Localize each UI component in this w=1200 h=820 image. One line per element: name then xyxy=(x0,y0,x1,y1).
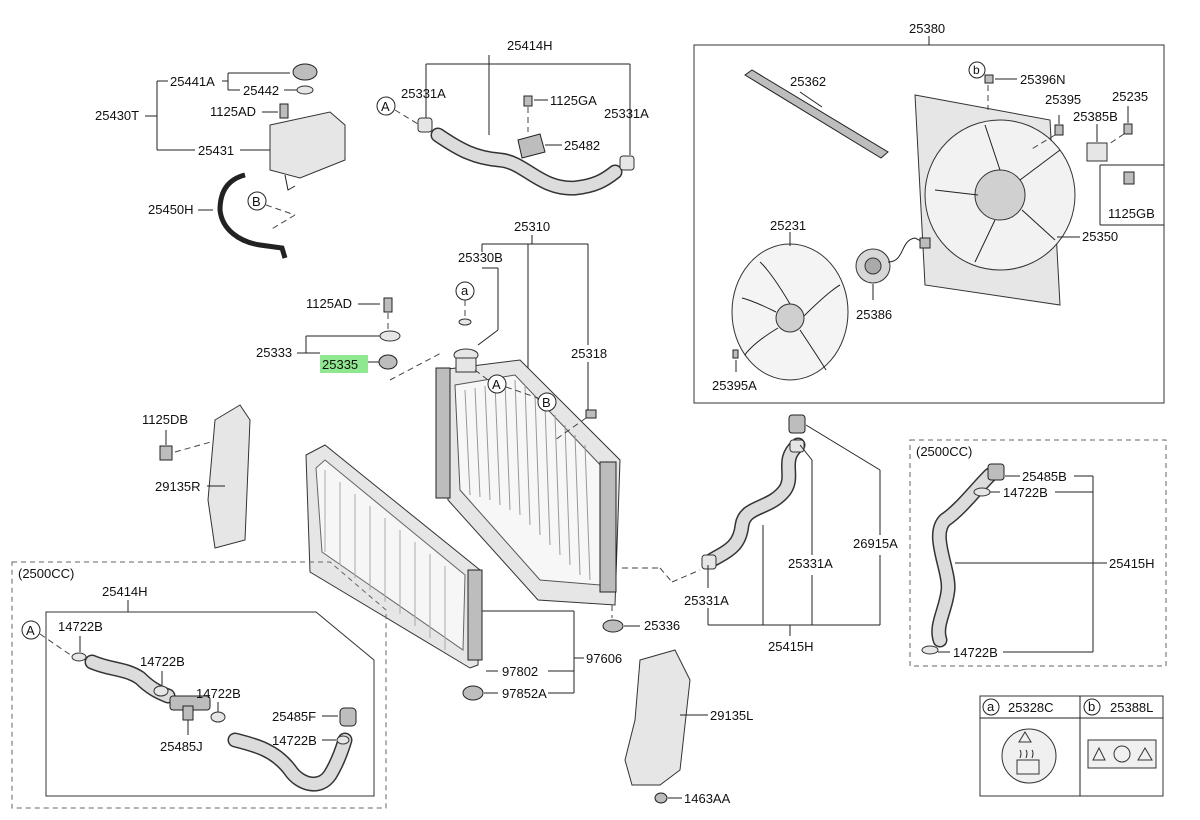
reservoir-tank-part xyxy=(269,111,346,179)
label-14722B-r2[interactable]: 14722B xyxy=(953,645,998,660)
label-25414H-top[interactable]: 25414H xyxy=(507,38,553,53)
label-25430T[interactable]: 25430T xyxy=(95,108,139,123)
fan-shroud-part xyxy=(914,94,1076,306)
label-29135L[interactable]: 29135L xyxy=(710,708,753,723)
marker-B-radiator: B xyxy=(542,395,551,410)
label-1125GB[interactable]: 1125GB xyxy=(1108,206,1155,221)
label-14722B-r1[interactable]: 14722B xyxy=(1003,485,1048,500)
label-25350[interactable]: 25350 xyxy=(1082,229,1118,244)
air-guard-left-part xyxy=(624,649,691,786)
legend-marker-a: a xyxy=(987,699,995,714)
label-1125GA[interactable]: 1125GA xyxy=(550,93,597,108)
label-25395A[interactable]: 25395A xyxy=(712,378,757,393)
upper-hose-group: 25414H 25331A 25331A A 1125GA 25482 xyxy=(376,38,649,196)
legend-25328C[interactable]: 25328C xyxy=(1008,700,1054,715)
label-25385B[interactable]: 25385B xyxy=(1073,109,1118,124)
radiator-group: 25310 25318 25330B a A B xyxy=(435,219,680,633)
label-14722B-l1[interactable]: 14722B xyxy=(58,619,103,634)
air-guard-right-part xyxy=(207,404,251,549)
label-14722B-l4[interactable]: 14722B xyxy=(272,733,317,748)
label-25485B[interactable]: 25485B xyxy=(1022,469,1067,484)
label-14722B-l2[interactable]: 14722B xyxy=(140,654,185,669)
fan-shroud-assembly: 25380 25362 25350 b 25396N 25395 25235 xyxy=(693,21,1165,404)
label-25415H-mid[interactable]: 25415H xyxy=(768,639,814,654)
label-1463AA[interactable]: 1463AA xyxy=(684,791,731,806)
label-25330B[interactable]: 25330B xyxy=(458,250,503,265)
label-25331A-lowA[interactable]: 25331A xyxy=(684,593,729,608)
label-25333[interactable]: 25333 xyxy=(256,345,292,360)
marker-a-radiator: a xyxy=(461,283,469,298)
label-25331A-lowB[interactable]: 25331A xyxy=(788,556,833,571)
label-25336[interactable]: 25336 xyxy=(644,618,680,633)
radiator-core-part xyxy=(435,359,621,606)
fan-motor-part xyxy=(855,237,931,284)
reservoir-group: 25441A 25442 1125AD 25430T 25431 25450H … xyxy=(95,63,346,259)
left-2500cc-group: (2500CC) 25414H A 14722B 14722B 25485J 1… xyxy=(11,561,387,809)
label-25485J[interactable]: 25485J xyxy=(160,739,203,754)
label-25482[interactable]: 25482 xyxy=(564,138,600,153)
label-25414H-left[interactable]: 25414H xyxy=(102,584,148,599)
label-25231[interactable]: 25231 xyxy=(770,218,806,233)
label-25362[interactable]: 25362 xyxy=(790,74,826,89)
marker-b: b xyxy=(973,63,980,77)
marker-A-radiator: A xyxy=(492,377,501,392)
label-25442[interactable]: 25442 xyxy=(243,83,279,98)
legend-25388L[interactable]: 25388L xyxy=(1110,700,1153,715)
legend-table: a 25328C b 25388L xyxy=(979,695,1164,797)
overflow-hose-part xyxy=(217,172,288,259)
label-25395-top[interactable]: 25395 xyxy=(1045,92,1081,107)
caution-label-icon xyxy=(1001,728,1057,784)
cap-part xyxy=(378,354,398,370)
left-2500cc-title[interactable]: (2500CC) xyxy=(18,566,74,581)
marker-B-top: B xyxy=(252,194,261,209)
radiator-cap-group: 1125AD 25333 25335 xyxy=(256,296,444,381)
label-25310[interactable]: 25310 xyxy=(514,219,550,234)
marker-A-top: A xyxy=(381,99,390,114)
label-1125AD-top[interactable]: 1125AD xyxy=(210,104,256,119)
air-guard-left-group: 29135L 1463AA xyxy=(624,649,753,806)
label-25450H[interactable]: 25450H xyxy=(148,202,194,217)
label-25386[interactable]: 25386 xyxy=(856,307,892,322)
right-2500cc-title[interactable]: (2500CC) xyxy=(916,444,972,459)
label-25441A[interactable]: 25441A xyxy=(170,74,215,89)
label-25318[interactable]: 25318 xyxy=(571,346,607,361)
seal-strip-part xyxy=(744,69,889,159)
warning-label-icon xyxy=(1087,739,1157,769)
label-25335[interactable]: 25335 xyxy=(322,357,358,372)
mount-bushing-part xyxy=(602,619,624,633)
highlight-25335 xyxy=(320,355,368,373)
label-97852A[interactable]: 97852A xyxy=(502,686,547,701)
label-29135R[interactable]: 29135R xyxy=(155,479,201,494)
label-26915A[interactable]: 26915A xyxy=(853,536,898,551)
label-25380[interactable]: 25380 xyxy=(909,21,945,36)
label-25485F[interactable]: 25485F xyxy=(272,709,316,724)
condenser-group: 97802 97606 97852A xyxy=(305,444,622,701)
marker-A-left: A xyxy=(26,623,35,638)
label-14722B-l3[interactable]: 14722B xyxy=(196,686,241,701)
label-1125DB[interactable]: 1125DB xyxy=(142,412,188,427)
label-25331A-right[interactable]: 25331A xyxy=(604,106,649,121)
right-2500cc-group: (2500CC) 25485B 14722B 25415H 14722B xyxy=(909,439,1167,667)
label-25235[interactable]: 25235 xyxy=(1112,89,1148,104)
label-25331A-left[interactable]: 25331A xyxy=(401,86,446,101)
label-25415H-right[interactable]: 25415H xyxy=(1109,556,1155,571)
label-97606[interactable]: 97606 xyxy=(586,651,622,666)
air-guard-right-group: 1125DB 29135R xyxy=(142,404,251,549)
label-25431[interactable]: 25431 xyxy=(198,143,234,158)
label-97802[interactable]: 97802 xyxy=(502,664,538,679)
fan-part xyxy=(731,243,849,381)
legend-marker-b: b xyxy=(1088,699,1095,714)
label-1125AD-mid[interactable]: 1125AD xyxy=(306,296,352,311)
lower-hose-group: 26915A 25331A 25331A 25415H xyxy=(622,414,898,654)
label-25396N[interactable]: 25396N xyxy=(1020,72,1066,87)
